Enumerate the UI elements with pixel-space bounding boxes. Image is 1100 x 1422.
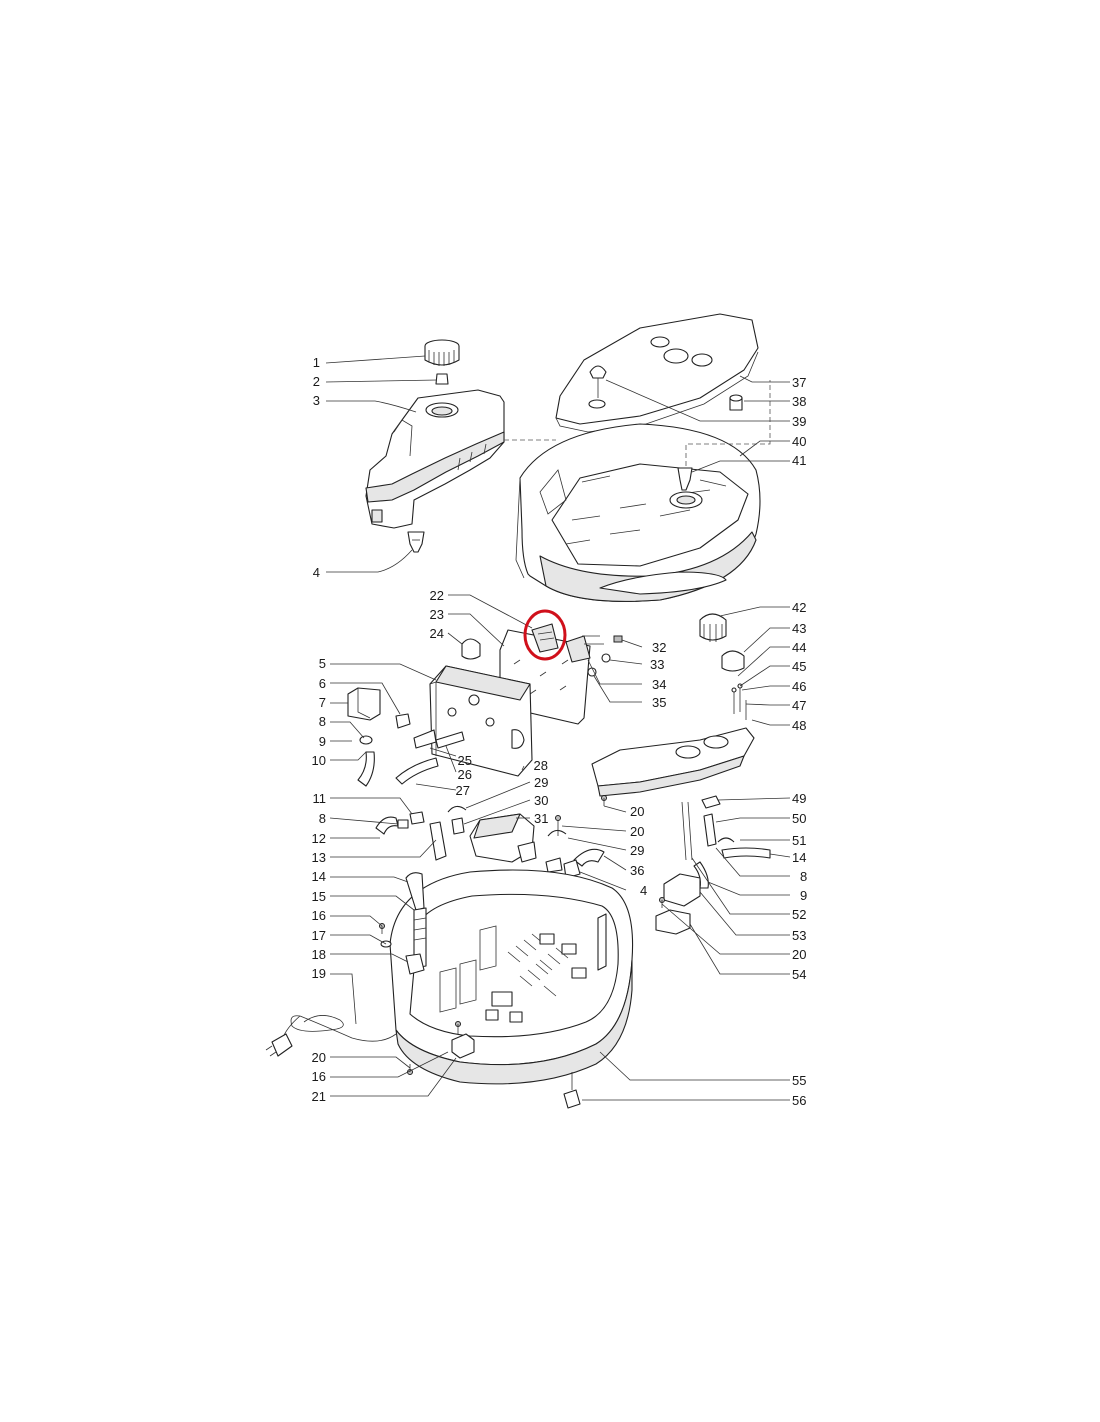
- callout-53: 53: [792, 928, 806, 943]
- callout-41: 41: [792, 453, 806, 468]
- callout-42: 42: [792, 600, 806, 615]
- callout-8: 8: [319, 714, 326, 729]
- callout-9b: 9: [800, 888, 807, 903]
- callout-29b: 29: [630, 843, 644, 858]
- callout-20d: 20: [792, 947, 806, 962]
- callout-21: 21: [312, 1089, 326, 1104]
- callout-16b: 16: [312, 1069, 326, 1084]
- callout-46: 46: [792, 679, 806, 694]
- callout-1: 1: [313, 355, 320, 370]
- callout-16: 16: [312, 908, 326, 923]
- callout-30: 30: [534, 793, 548, 808]
- top-housing-group: [515, 313, 771, 602]
- callout-39: 39: [792, 414, 806, 429]
- callout-19: 19: [312, 966, 326, 981]
- water-tank-group: [365, 339, 556, 553]
- callout-34: 34: [652, 677, 666, 692]
- callouts-right: 37 38 39 40 41 32 33 34 35 42 43 44 45 4…: [534, 375, 807, 1108]
- callout-27: 27: [456, 783, 470, 798]
- callout-38: 38: [792, 394, 806, 409]
- callout-8b: 8: [319, 811, 326, 826]
- callout-54: 54: [792, 967, 806, 982]
- callout-14: 14: [312, 869, 326, 884]
- callout-56: 56: [792, 1093, 806, 1108]
- callout-47: 47: [792, 698, 806, 713]
- callout-13: 13: [312, 850, 326, 865]
- callout-6: 6: [319, 676, 326, 691]
- leader-lines: [325, 355, 791, 1101]
- callout-28: 28: [534, 758, 548, 773]
- callout-37: 37: [792, 375, 806, 390]
- callout-51: 51: [792, 833, 806, 848]
- callout-17: 17: [312, 928, 326, 943]
- callout-11: 11: [313, 791, 327, 806]
- callout-12: 12: [312, 831, 326, 846]
- callout-33: 33: [650, 657, 664, 672]
- callout-15: 15: [312, 889, 326, 904]
- boiler-pump-group: [347, 665, 605, 879]
- callout-10: 10: [312, 753, 326, 768]
- callout-32: 32: [652, 640, 666, 655]
- callout-14b: 14: [792, 850, 806, 865]
- callout-23: 23: [430, 607, 444, 622]
- callout-31: 31: [534, 811, 548, 826]
- callout-3: 3: [313, 393, 320, 408]
- callout-22: 22: [430, 588, 444, 603]
- callout-52: 52: [792, 907, 806, 922]
- callouts-left: 1 2 3 4 22 23 24 5 6 7 8 9 10 25 26 27 2…: [312, 355, 548, 1104]
- callout-5: 5: [319, 656, 326, 671]
- callout-4: 4: [313, 565, 320, 580]
- callout-43: 43: [792, 621, 806, 636]
- callout-55: 55: [792, 1073, 806, 1088]
- callout-48: 48: [792, 718, 806, 733]
- base-group: [265, 869, 634, 1109]
- callout-25: 25: [458, 753, 472, 768]
- callout-45: 45: [792, 659, 806, 674]
- callout-20c: 20: [630, 824, 644, 839]
- callout-40: 40: [792, 434, 806, 449]
- callout-24: 24: [430, 626, 444, 641]
- callout-26: 26: [458, 767, 472, 782]
- callout-49: 49: [792, 791, 806, 806]
- callout-18: 18: [312, 947, 326, 962]
- steam-valve-group: [591, 613, 771, 935]
- callout-9: 9: [319, 734, 326, 749]
- callout-7: 7: [319, 695, 326, 710]
- callout-20b: 20: [630, 804, 644, 819]
- highlight-circle: [523, 609, 567, 661]
- callout-20: 20: [312, 1050, 326, 1065]
- callout-8c: 8: [800, 869, 807, 884]
- callout-35: 35: [652, 695, 666, 710]
- callout-4b: 4: [640, 883, 647, 898]
- callout-50: 50: [792, 811, 806, 826]
- callout-29: 29: [534, 775, 548, 790]
- callout-36: 36: [630, 863, 644, 878]
- callout-44: 44: [792, 640, 806, 655]
- callout-2: 2: [313, 374, 320, 389]
